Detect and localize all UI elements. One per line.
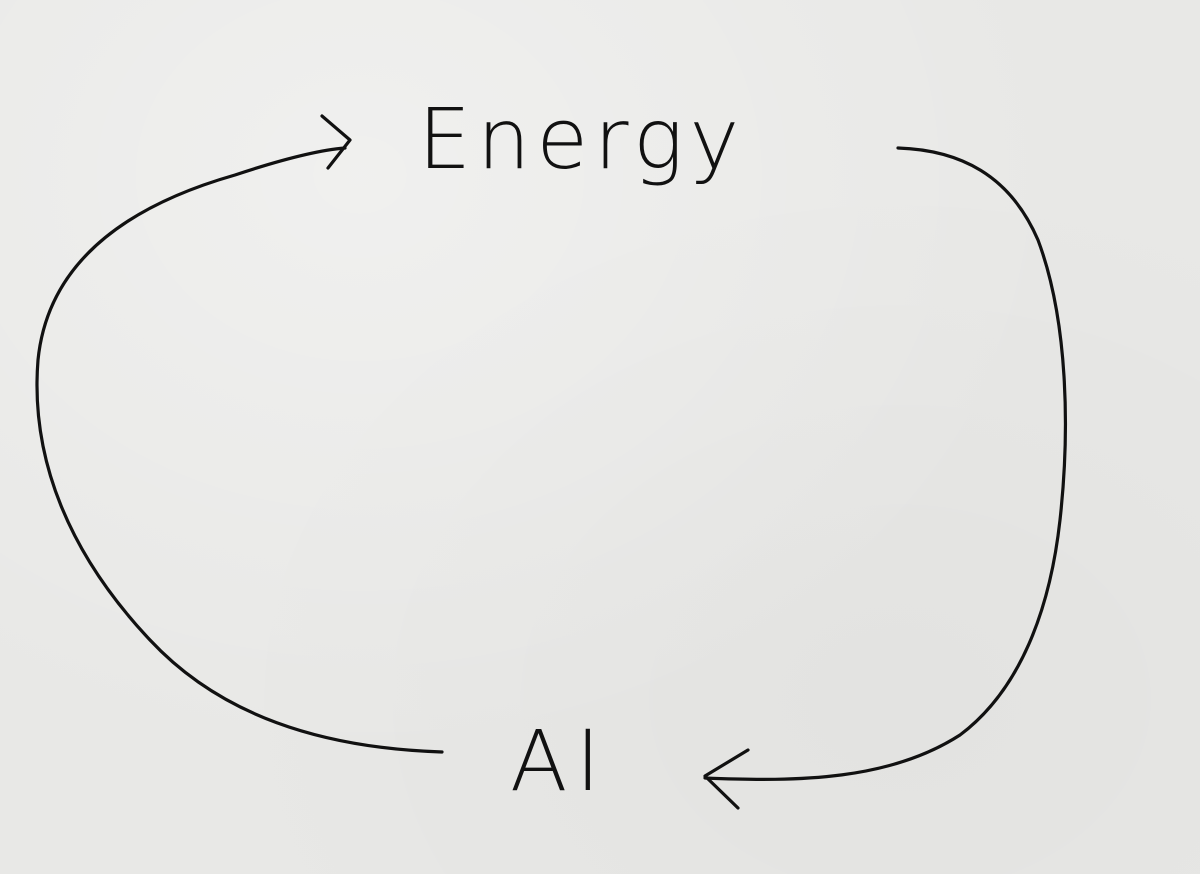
node-label-ai: AI <box>510 712 608 810</box>
node-label-energy: Energy <box>418 90 745 188</box>
arrowhead-into-ai <box>703 748 750 810</box>
arrow-energy-to-ai <box>703 146 1068 781</box>
arrowhead-into-energy <box>320 114 352 170</box>
arrow-ai-to-energy <box>35 146 444 754</box>
